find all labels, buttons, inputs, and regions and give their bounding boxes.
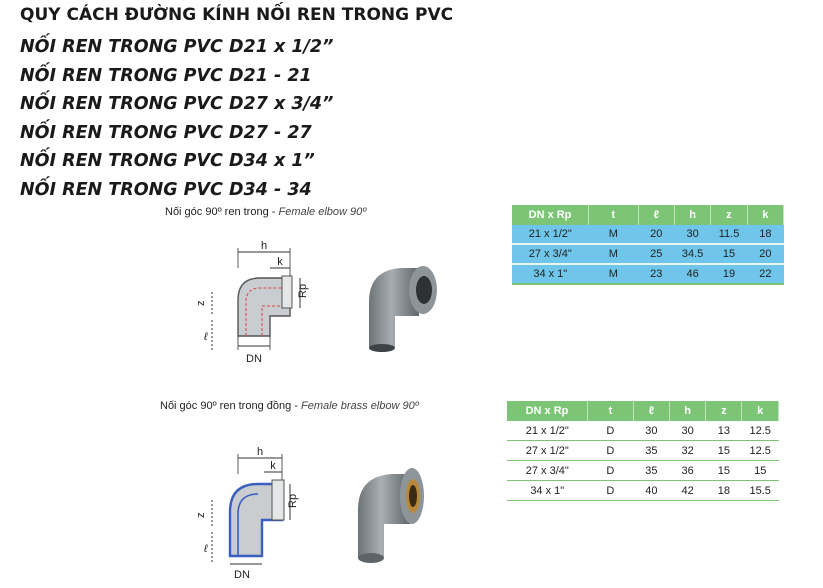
dim-l-label: ℓ [203,543,208,555]
table-cell: 27 x 3/4" [507,460,588,481]
table-cell: D [587,460,634,481]
dim-rp-label: Rp [297,284,309,298]
product-line: NỐI REN TRONG PVC D34 - 34 [20,179,312,200]
caption-vi: Nối góc 90º ren trong [165,206,269,218]
table-cell: 12.5 [741,421,779,441]
caption-vi: Nối góc 90º ren trong đồng [160,400,292,412]
table-cell: 27 x 3/4" [512,244,589,265]
table-cell: M [588,244,639,265]
col-header-dn-rp: DN x Rp [507,401,589,421]
col-header-k: k [747,205,785,225]
product-line: NỐI REN TRONG PVC D21 x 1/2” [20,37,334,57]
col-header-l: ℓ [638,205,675,225]
table-cell: 42 [669,480,706,501]
col-header-l: ℓ [633,401,671,421]
female-elbow-caption: Nối góc 90º ren trong - Female elbow 90º [165,206,366,218]
table-cell: 15 [705,440,742,461]
table-cell: 15 [710,244,748,265]
table-row: 34 x 1" D 40 42 18 15.5 [507,480,779,501]
table-cell: 30 [674,225,711,245]
table-cell: 34.5 [674,244,711,265]
table-cell: 35 [633,460,670,481]
table-cell: M [588,264,639,285]
dim-dn-label: DN [234,569,250,581]
table-cell: 15.5 [741,480,779,501]
table-cell: D [587,421,634,441]
female-elbow-photo [369,266,437,352]
product-line: NỐI REN TRONG PVC D21 - 21 [20,65,312,86]
table-row: 21 x 1/2" D 30 30 13 12.5 [507,421,779,441]
dim-dn-label: DN [246,353,262,365]
table-cell: 15 [705,460,742,481]
table-cell: 36 [669,460,706,481]
dim-rp-label: Rp [287,494,299,508]
table-row: 27 x 1/2" D 35 32 15 12.5 [507,440,779,461]
table-cell: 25 [638,244,675,265]
table-row: 27 x 3/4" D 35 36 15 15 [507,460,779,481]
dim-z-label: z [195,301,207,307]
table-row: 34 x 1" M 23 46 19 22 [512,264,784,285]
table-header-row: DN x Rp t ℓ h z k [507,401,779,421]
table-cell: 12.5 [741,440,779,461]
table-cell: M [588,225,639,245]
dim-h-label: h [261,240,267,252]
table-header-row: DN x Rp t ℓ h z k [512,205,785,225]
table-cell: 27 x 1/2" [507,440,588,461]
col-header-h: h [669,401,707,421]
table-cell: 34 x 1" [512,264,589,285]
table-cell: 23 [638,264,675,285]
table-cell: 15 [741,460,779,481]
dim-l-label: ℓ [203,331,208,343]
female-elbow-spec-table: DN x Rp t ℓ h z k 21 x 1/2" M 20 30 11.5… [512,205,785,285]
table-cell: 30 [669,421,706,441]
table-cell: 46 [674,264,711,285]
table-row: 21 x 1/2" M 20 30 11.5 18 [512,225,784,245]
dim-h-label: h [257,446,263,458]
caption-separator: - [268,206,279,218]
product-line: NỐI REN TRONG PVC D27 x 3/4” [20,94,334,115]
col-header-h: h [674,205,712,225]
page-heading: QUY CÁCH ĐƯỜNG KÍNH NỐI REN TRONG PVC [20,5,454,25]
table-cell: 30 [633,421,670,441]
caption-separator: - [291,400,301,412]
female-brass-elbow-photo [358,468,424,563]
caption-en: Female elbow 90º [278,206,367,218]
table-cell: 18 [705,480,742,501]
female-brass-elbow-drawing: h k Rp z ℓ DN [195,446,299,581]
table-cell: 18 [747,225,784,245]
table-cell: 22 [747,264,784,285]
table-cell: 11.5 [710,225,748,245]
table-cell: 21 x 1/2" [512,225,589,245]
col-header-z: z [710,205,748,225]
table-cell: 13 [705,421,742,441]
female-brass-elbow-caption: Nối góc 90º ren trong đồng - Female bras… [160,400,419,412]
col-header-t: t [588,205,639,225]
table-cell: 19 [710,264,748,285]
dim-k-label: k [277,256,283,268]
col-header-k: k [741,401,779,421]
table-cell: 40 [633,480,670,501]
table-cell: 20 [638,225,675,245]
table-cell: D [587,440,634,461]
table-cell: 34 x 1" [507,480,588,501]
table-cell: 32 [669,440,706,461]
table-cell: D [587,480,634,501]
table-cell: 35 [633,440,670,461]
col-header-dn-rp: DN x Rp [512,205,590,225]
dim-z-label: z [195,513,207,519]
female-elbow-drawing: h k Rp z ℓ DN [195,240,309,365]
table-cell: 21 x 1/2" [507,421,588,441]
product-line: NỐI REN TRONG PVC D27 - 27 [20,122,312,143]
product-line: NỐI REN TRONG PVC D34 x 1” [20,151,315,172]
col-header-t: t [587,401,634,421]
table-row: 27 x 3/4" M 25 34.5 15 20 [512,244,784,265]
col-header-z: z [705,401,743,421]
table-cell: 20 [747,244,784,265]
female-brass-elbow-spec-table: DN x Rp t ℓ h z k 21 x 1/2" D 30 30 13 1… [507,401,779,501]
dim-k-label: k [270,460,276,472]
caption-en: Female brass elbow 90º [301,400,419,412]
product-line-list: NỐI REN TRONG PVC D21 x 1/2” NỐI REN TRO… [20,33,333,205]
